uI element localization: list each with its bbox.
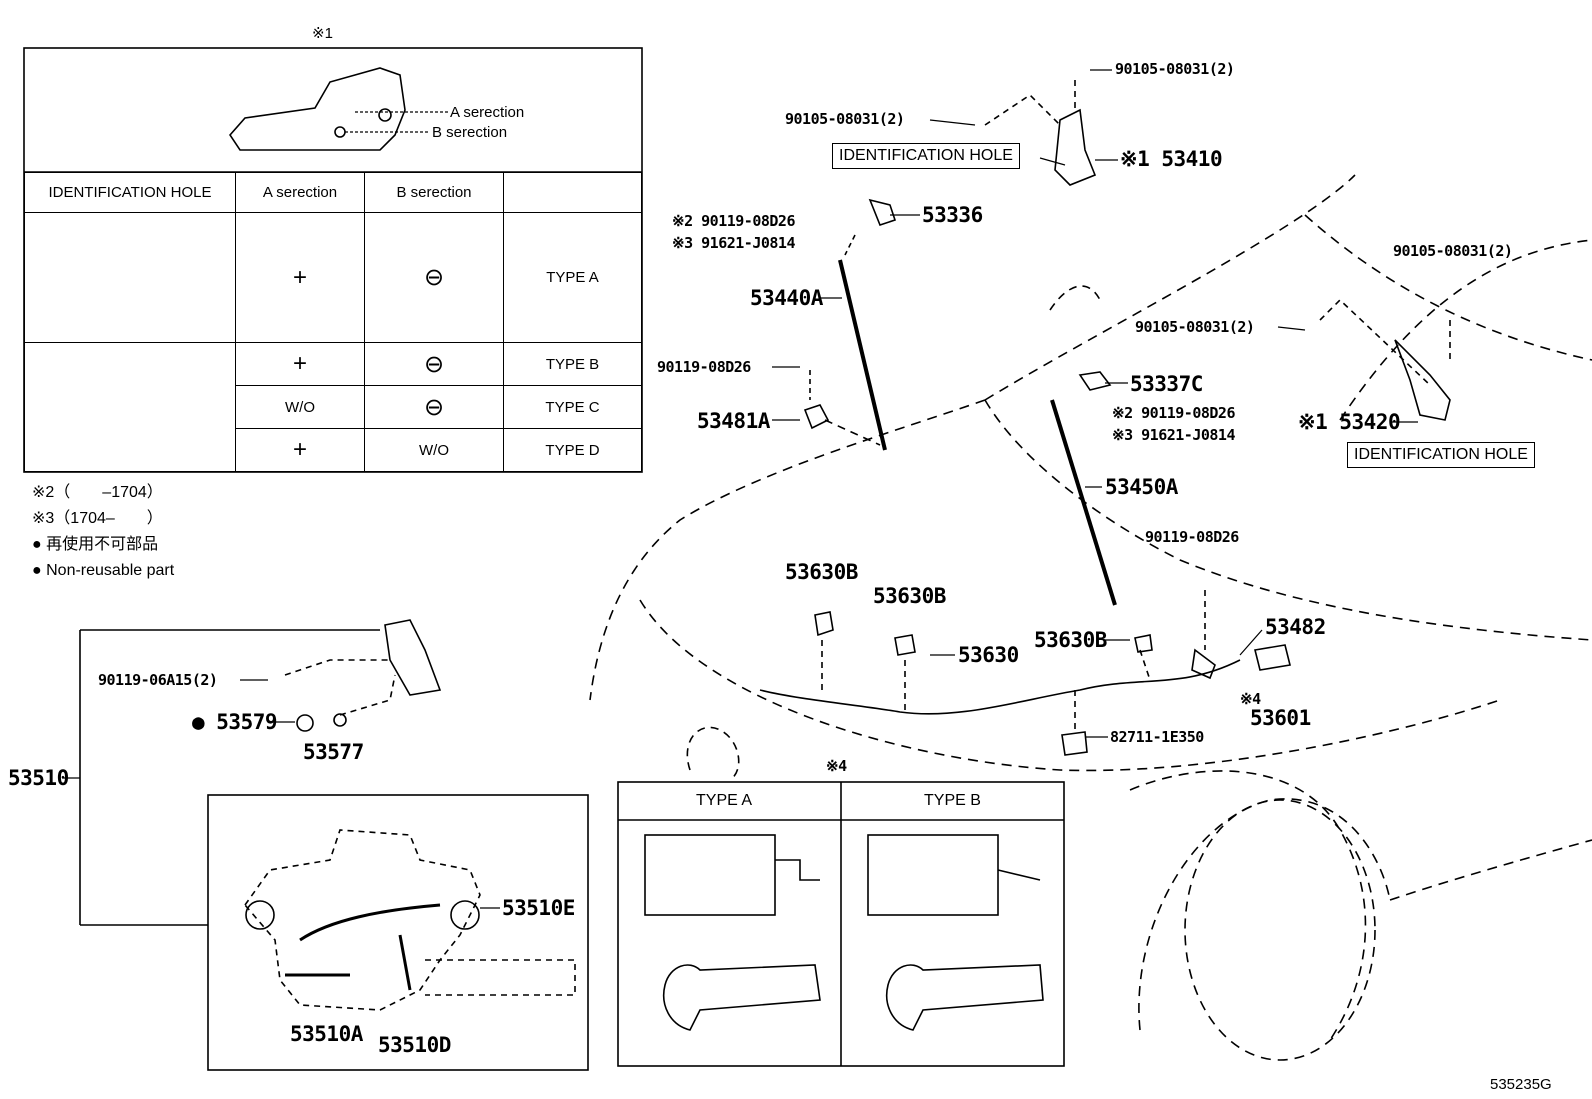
bracket-53336 [868, 198, 897, 226]
table-cell-b: ⊖ [364, 385, 504, 429]
part-90119-06a15: 90119-06A15(2) [98, 671, 218, 689]
part-90119-08d26-right: ※2 90119-08D26 [1112, 404, 1235, 422]
hinge-image-cell-a [24, 212, 236, 343]
header-a-serection: A serection [235, 172, 365, 213]
part-91621-j0814-top: ※3 91621-J0814 [672, 234, 795, 252]
table-cell-a: + [235, 342, 365, 386]
part-53337c: 53337C [1130, 372, 1203, 396]
type-a-lever [663, 964, 821, 1031]
part-90119-08d26-top: ※2 90119-08D26 [672, 212, 795, 230]
lock-detail-box [207, 794, 589, 1071]
header-type [503, 172, 642, 213]
note-3: ※3（1704– ） [32, 510, 163, 527]
hood-lower-edge [984, 399, 1592, 641]
mirror [1049, 285, 1101, 311]
table-cell-type: TYPE D [503, 428, 642, 472]
part-90119-08d26-low: 90119-08D26 [1145, 528, 1239, 546]
table-cell-type: TYPE C [503, 385, 642, 429]
type-a-connector [644, 834, 776, 916]
clip-53630B-3 [1134, 634, 1153, 653]
table-top-mark: ※1 [312, 25, 333, 42]
table-cell-b: ⊖ [364, 212, 504, 343]
table-cell-a: + [235, 212, 365, 343]
part-53510e: 53510E [502, 896, 575, 920]
wheel [1184, 799, 1376, 1061]
identification-hole-label-right: IDENTIFICATION HOLE [1347, 442, 1535, 468]
note-2: ※2（ –1704） [32, 484, 163, 501]
table-cell-b: ⊖ [364, 342, 504, 386]
table-cell-a: + [235, 428, 365, 472]
hood-stay-53440A [838, 259, 887, 451]
clip-53630B-1 [814, 611, 834, 637]
table-cell-type: TYPE B [503, 342, 642, 386]
part-90105-08031-a: 90105-08031(2) [1115, 60, 1235, 78]
part-53579: ● 53579 [192, 710, 278, 734]
part-53482: 53482 [1265, 615, 1326, 639]
hinge-53410 [1054, 108, 1097, 186]
table-cell-a: W/O [235, 385, 365, 429]
hinge-53420 [1394, 339, 1451, 421]
part-53630b-2: 53630B [873, 584, 946, 608]
hood-lock-assy [384, 619, 442, 696]
note-nonreusable-en: ● Non-reusable part [32, 562, 175, 579]
fender-line [1129, 770, 1367, 1041]
part-53601: 53601 [1250, 706, 1311, 730]
callout-b-serection: B serection [432, 124, 508, 141]
part-53410: ※1 53410 [1120, 147, 1223, 171]
hood-stay-53450A [1050, 399, 1117, 606]
part-90105-08031-c: 90105-08031(2) [1393, 242, 1513, 260]
part-90105-08031-b: 90105-08031(2) [785, 110, 905, 128]
part-53440a: 53440A [750, 286, 823, 310]
clip-53630B-2 [894, 634, 916, 656]
part-53510: 53510 [8, 766, 69, 790]
headlamp [686, 726, 740, 781]
lever-53601 [1254, 644, 1291, 671]
header-b-serection: B serection [364, 172, 504, 213]
wheel-arch [1138, 798, 1391, 1031]
part-53420: ※1 53420 [1298, 410, 1401, 434]
hood-front-edge [589, 399, 986, 701]
header-identification-hole: IDENTIFICATION HOLE [24, 172, 236, 213]
part-53577: 53577 [303, 740, 364, 764]
roof-line [1339, 239, 1592, 421]
type-b-lever [886, 964, 1044, 1031]
part-53336: 53336 [922, 203, 983, 227]
bracket-53337C [1078, 371, 1112, 391]
figure-code: 535235G [1490, 1076, 1552, 1093]
type-box-mark-4: ※4 [826, 757, 847, 775]
hood-outline [984, 174, 1356, 401]
part-53630: 53630 [958, 643, 1019, 667]
hinge-image-cell-bcd [24, 342, 236, 472]
table-cell-type: TYPE A [503, 212, 642, 343]
type-b-header: TYPE B [924, 792, 981, 809]
hinge-sketch-top [228, 67, 406, 151]
part-53510a: 53510A [290, 1022, 363, 1046]
part-90119-08d26-mid: 90119-08D26 [657, 358, 751, 376]
side-line [1389, 839, 1592, 901]
callout-a-serection: A serection [450, 104, 525, 121]
part-53450a: 53450A [1105, 475, 1178, 499]
part-53630b-1: 53630B [785, 560, 858, 584]
part-91621-j0814-right: ※3 91621-J0814 [1112, 426, 1235, 444]
clamp-82711 [1061, 731, 1088, 756]
identification-hole-label-left: IDENTIFICATION HOLE [832, 143, 1020, 169]
bumper-line [639, 599, 1501, 772]
part-53481a: 53481A [697, 409, 770, 433]
note-mark-4: ※4 [1240, 690, 1261, 708]
bracket-53481A [803, 404, 830, 430]
part-90105-08031-d: 90105-08031(2) [1135, 318, 1255, 336]
type-a-header: TYPE A [696, 792, 753, 809]
table-cell-b: W/O [364, 428, 504, 472]
type-b-connector [867, 834, 999, 916]
identification-table: IDENTIFICATION HOLE A serection B serect… [24, 172, 642, 472]
note-nonreusable-jp: ● 再使用不可部品 [32, 536, 159, 553]
notes-block: ※2（ –1704） ※3（1704– ） ● 再使用不可部品 ● Non-re… [32, 480, 174, 584]
windshield-outline [1304, 214, 1592, 361]
part-53630b-3: 53630B [1034, 628, 1107, 652]
part-82711-1e350: 82711-1E350 [1110, 728, 1204, 746]
part-53510d: 53510D [378, 1033, 451, 1057]
release-cable-53630 [759, 659, 1241, 715]
